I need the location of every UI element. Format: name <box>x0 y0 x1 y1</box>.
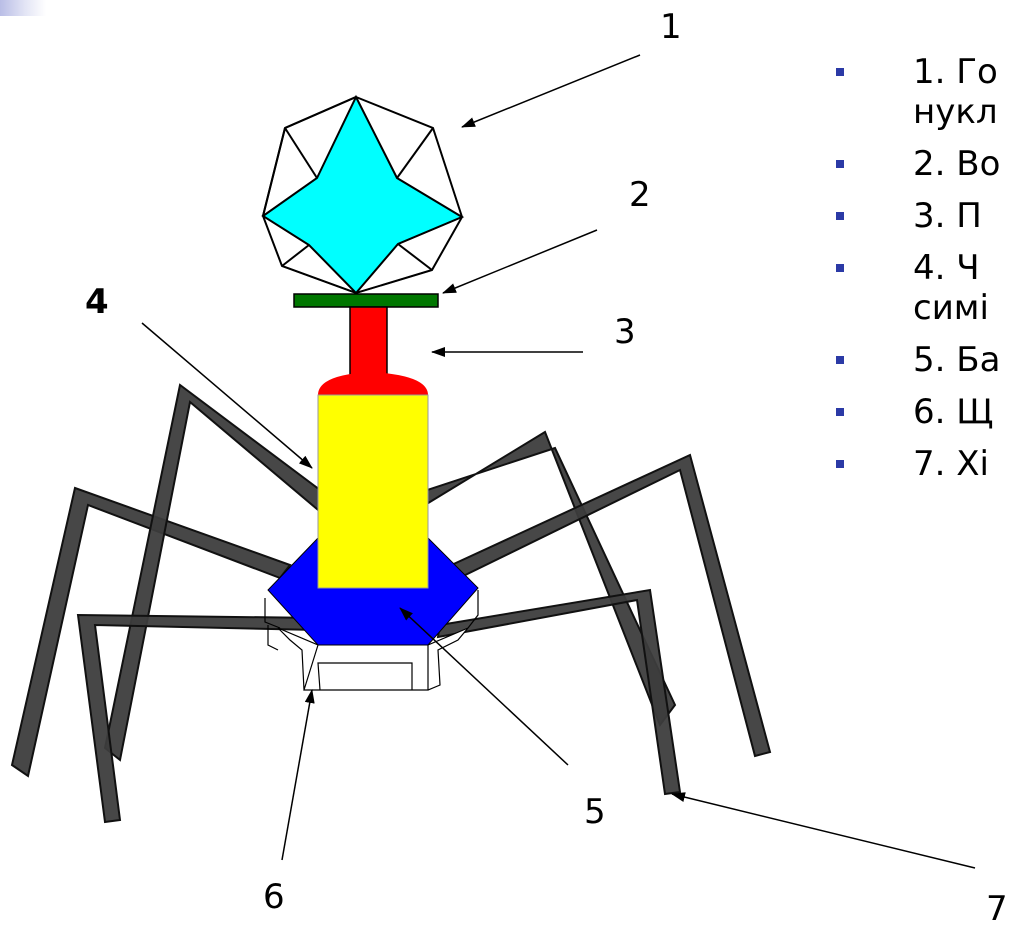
collar <box>294 294 438 307</box>
pointer-7 <box>672 794 975 868</box>
label-1: 1 <box>660 10 682 44</box>
label-7: 7 <box>986 892 1008 926</box>
bullet-icon <box>836 264 844 272</box>
sheath <box>318 395 428 588</box>
label-2: 2 <box>629 178 651 212</box>
bullet-icon <box>836 160 844 168</box>
legend-item-text: 6. Щ <box>913 392 993 432</box>
capsid-head <box>263 97 462 293</box>
bullet-icon <box>836 408 844 416</box>
pointer-6 <box>282 690 312 860</box>
label-5: 5 <box>584 795 606 829</box>
legend-item-text: 5. Ба <box>913 340 1000 380</box>
bullet-icon <box>836 460 844 468</box>
legend-item: 6. Щ <box>836 392 1009 432</box>
sheath-cap <box>318 372 428 395</box>
legend-item-text: 7. Хі <box>913 444 989 484</box>
label-3: 3 <box>614 315 636 349</box>
legend-item: 2. Во <box>836 144 1009 184</box>
bullet-icon <box>836 212 844 220</box>
bullet-icon <box>836 356 844 364</box>
legend-item: 7. Хі <box>836 444 1009 484</box>
pointer-5 <box>400 608 568 765</box>
label-6: 6 <box>263 880 285 914</box>
legend-item-text: 2. Во <box>913 144 1000 184</box>
legend-item: 5. Ба <box>836 340 1009 380</box>
label-4: 4 <box>85 285 109 319</box>
pointer-1 <box>462 55 640 127</box>
pointer-2 <box>443 230 597 293</box>
bullet-icon <box>836 68 844 76</box>
neck <box>350 307 387 377</box>
legend-item: 3. П <box>836 196 1009 236</box>
legend-item-text: 3. П <box>913 196 982 236</box>
